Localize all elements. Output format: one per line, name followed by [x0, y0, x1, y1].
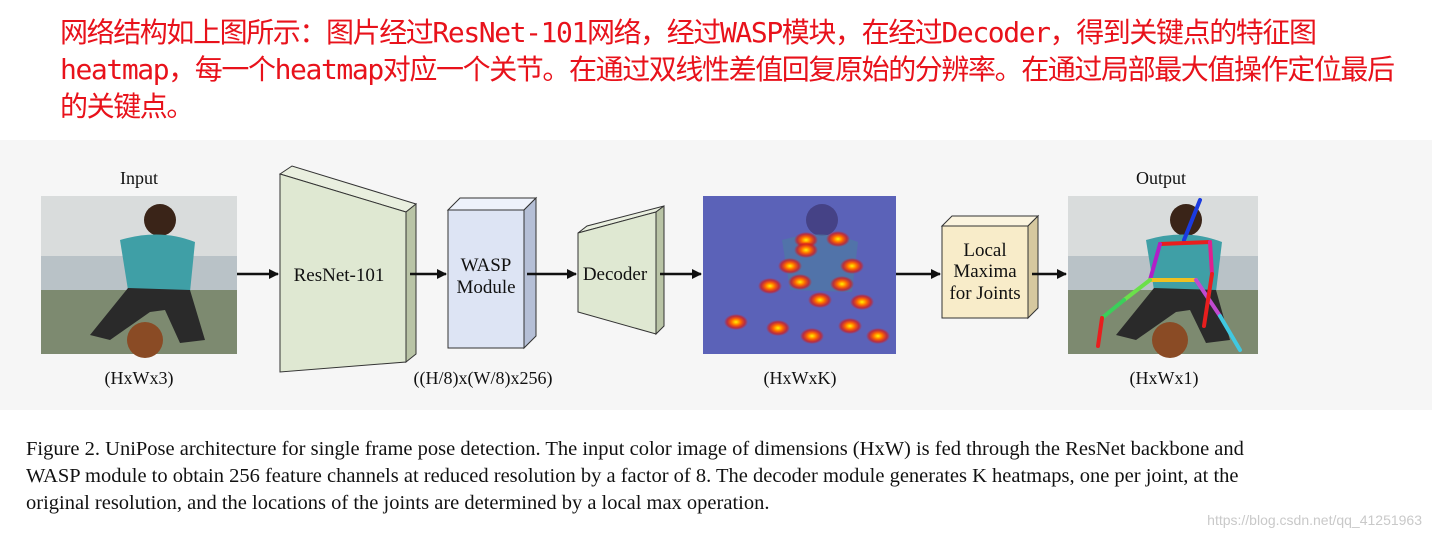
- decoder-label: Decoder: [583, 264, 647, 286]
- heat-spot: [830, 276, 854, 292]
- resnet-label: ResNet-101: [294, 265, 385, 287]
- watermark: https://blog.csdn.net/qq_41251963: [1207, 512, 1422, 528]
- heatmap-dims: (HxWxK): [764, 368, 837, 389]
- heat-spot: [800, 328, 824, 344]
- heat-spot: [850, 294, 874, 310]
- local-label-2: Maxima: [953, 261, 1016, 283]
- input-image: [41, 196, 237, 358]
- wasp-label-2: Module: [456, 277, 515, 299]
- heat-spot: [866, 328, 890, 344]
- output-dims: (HxWx1): [1130, 368, 1199, 389]
- output-image: [1068, 196, 1258, 358]
- architecture-figure: Input Output ResNet-101 WASP Module Deco…: [0, 140, 1432, 410]
- figure-caption: Figure 2. UniPose architecture for singl…: [26, 436, 1276, 517]
- heat-spot: [808, 292, 832, 308]
- heat-spot: [724, 314, 748, 330]
- heat-spot: [838, 318, 862, 334]
- architecture-diagram: [0, 140, 1432, 410]
- wasp-label-1: WASP: [461, 255, 512, 277]
- heat-spot: [826, 231, 850, 247]
- heat-spot: [794, 242, 818, 258]
- heatmap-image: [703, 196, 896, 354]
- heat-spot: [788, 274, 812, 290]
- local-label-3: for Joints: [949, 283, 1020, 305]
- input-dims: (HxWx3): [105, 368, 174, 389]
- feature-dims: ((H/8)x(W/8)x256): [414, 368, 553, 389]
- heat-spot: [778, 258, 802, 274]
- local-label-1: Local: [963, 240, 1006, 262]
- output-title: Output: [1136, 168, 1186, 189]
- input-title: Input: [120, 168, 158, 189]
- heat-spot: [840, 258, 864, 274]
- heat-spot: [766, 320, 790, 336]
- heat-spot: [758, 278, 782, 294]
- annotation-note: 网络结构如上图所示：图片经过ResNet-101网络，经过WASP模块，在经过D…: [60, 14, 1420, 125]
